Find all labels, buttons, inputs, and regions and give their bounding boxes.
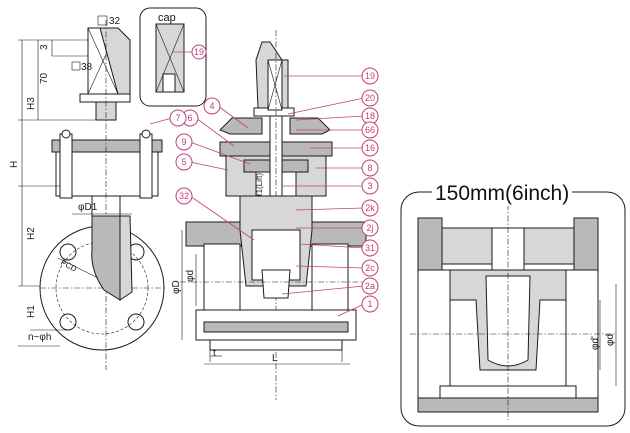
part-numbers: 19 20 18 66 16 8 3 2k 2j 31 2c 2a 1 4 6 … xyxy=(175,47,375,309)
tag-8: 8 xyxy=(367,163,372,173)
tag-7: 7 xyxy=(175,113,180,123)
tag-2k: 2k xyxy=(365,203,375,213)
tag-32: 32 xyxy=(179,191,189,201)
cap-tag-19: 19 xyxy=(194,47,204,57)
detail-title: 150mm(6inch) xyxy=(432,182,573,206)
dim-H3: H3 xyxy=(26,97,37,110)
cap-label: cap xyxy=(158,12,176,24)
dimension-labels: 32 38 3 70 H3 H H2 H1 φD1 n~φh φD φd t L… xyxy=(9,15,616,364)
dim-H2: H2 xyxy=(26,227,37,240)
tag-2a: 2a xyxy=(365,281,375,291)
dim-phid-detail: φd xyxy=(605,334,616,346)
detail-frame xyxy=(400,191,626,427)
tag-4: 4 xyxy=(209,101,214,111)
tag-20: 20 xyxy=(365,93,375,103)
tag-18: 18 xyxy=(365,111,375,121)
tag-2j: 2j xyxy=(366,223,373,233)
dim-phiD1: φD1 xyxy=(78,202,98,213)
dim-70: 70 xyxy=(39,72,50,84)
tag-2c: 2c xyxy=(365,263,375,273)
dim-H: H xyxy=(9,161,20,168)
dim-phid-prime: φd' xyxy=(590,336,601,350)
tag-5: 5 xyxy=(181,157,186,167)
tag-1: 1 xyxy=(367,299,372,309)
dim-L: L xyxy=(272,353,278,364)
dim-H1: H1 xyxy=(26,305,37,318)
tag-3: 3 xyxy=(367,181,372,191)
dim-3: 3 xyxy=(39,44,50,50)
dim-phiD: φD xyxy=(171,280,182,294)
tag-6: 6 xyxy=(187,113,192,123)
dim-sq32: 32 xyxy=(109,16,121,27)
tag-9: 9 xyxy=(181,137,186,147)
tag-31: 31 xyxy=(365,243,375,253)
tag-19: 19 xyxy=(365,71,375,81)
side-view: PCD xyxy=(18,20,165,370)
dim-sq38: 38 xyxy=(81,62,93,73)
dim-n-phi-h: n~φh xyxy=(28,332,51,343)
dim-phid: φd xyxy=(185,270,196,282)
svg-text:PCD: PCD xyxy=(59,258,78,274)
part-callouts xyxy=(149,44,379,317)
dim-t: t xyxy=(213,348,216,359)
tag-16: 16 xyxy=(365,143,375,153)
cap-inset xyxy=(139,7,207,107)
section-view xyxy=(180,30,372,400)
dim-lift: ℓ1(Lift) xyxy=(255,173,264,197)
tag-66: 66 xyxy=(365,125,375,135)
